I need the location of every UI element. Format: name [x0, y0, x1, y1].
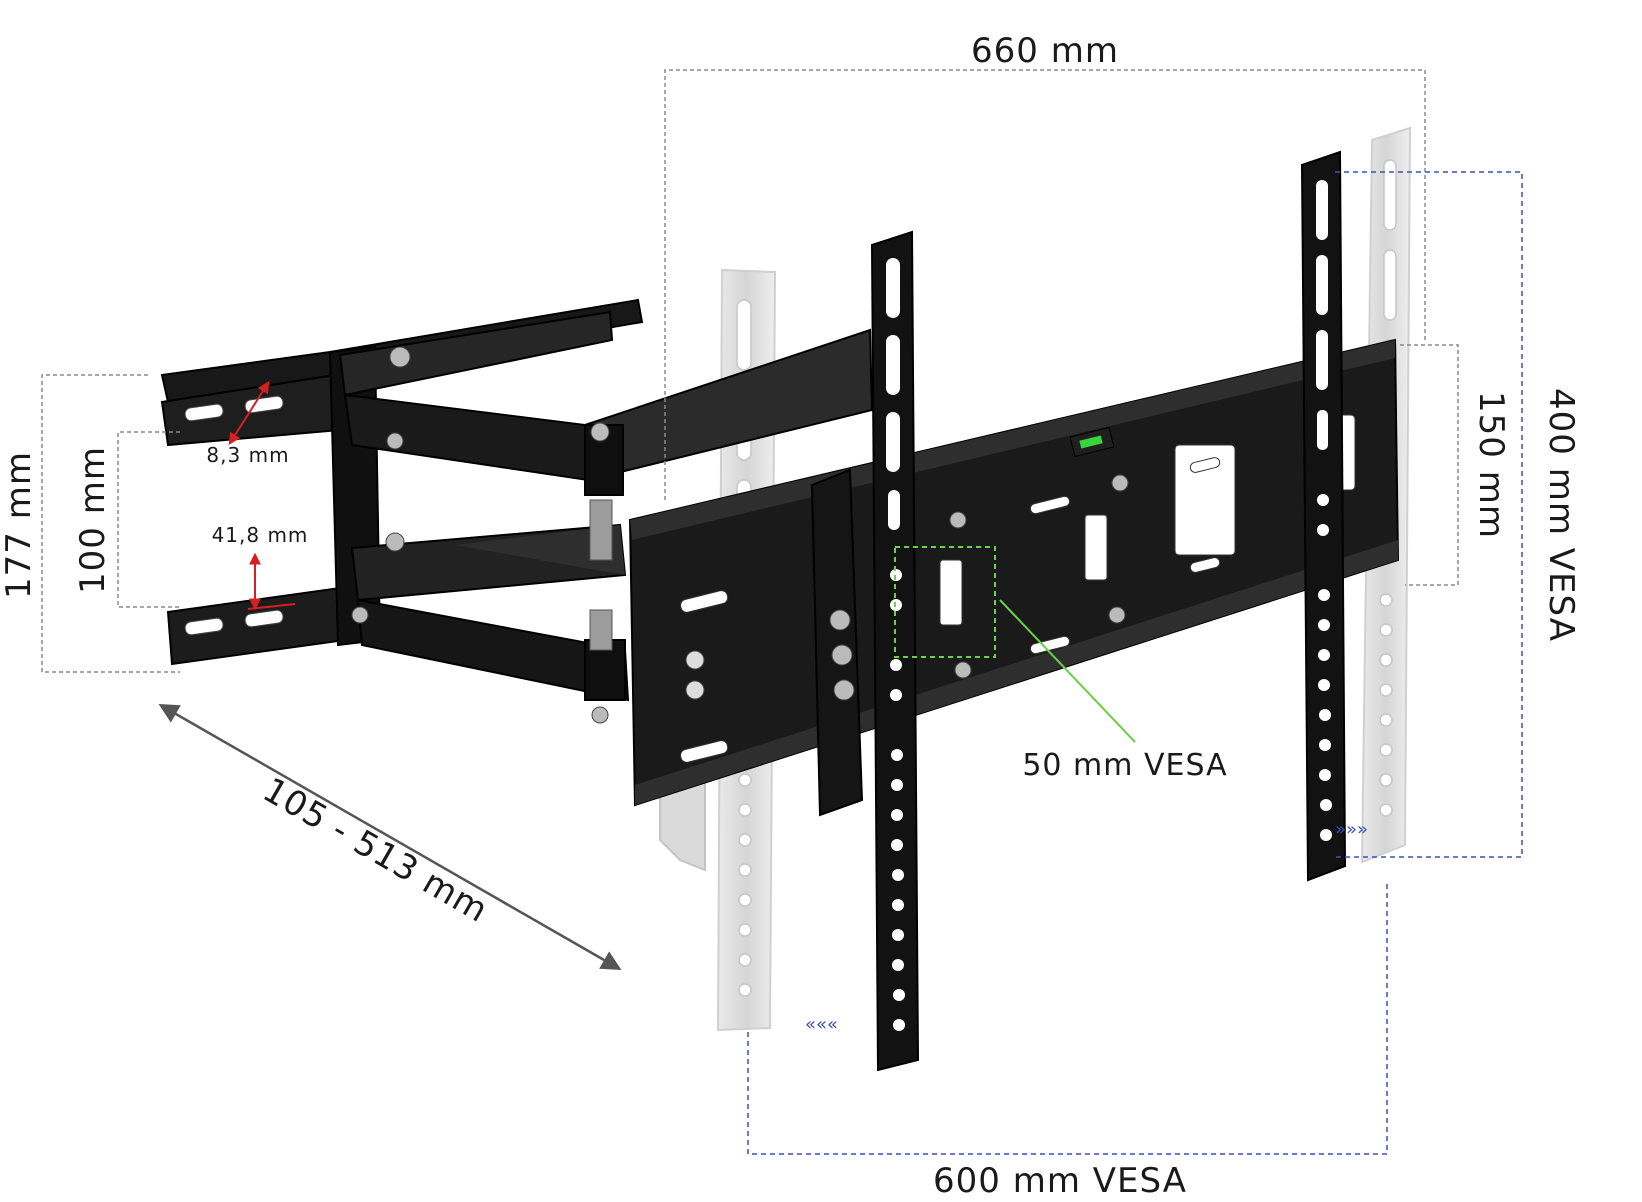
lower-arm: [350, 499, 630, 724]
tv-plate-right: [1300, 150, 1347, 882]
dim-vesa-vertical: [1335, 171, 1523, 858]
dim-wall-plate-height: [41, 374, 180, 673]
label-rail-spacing: 150 mm: [1471, 391, 1511, 539]
dim-wall-hole-spacing: [117, 431, 180, 608]
dim-vesa-horizontal: [747, 880, 1388, 1155]
arrow-arm-extension: [158, 704, 622, 970]
label-slot-width: 8,3 mm: [206, 443, 289, 467]
upper-arm: [338, 310, 874, 496]
arrow-slot-width: [228, 380, 270, 446]
chevron-left-icon: «««: [805, 1014, 838, 1035]
label-wall-plate-height: 177 mm: [0, 451, 39, 599]
label-wall-hole-spacing: 100 mm: [73, 446, 113, 594]
dim-rail-spacing: [1400, 344, 1459, 586]
label-vesa-horizontal: 600 mm VESA: [933, 1161, 1187, 1201]
arrow-vesa-small: [999, 599, 1136, 743]
tv-carriage: [628, 338, 1400, 817]
label-vesa-vertical: 400 mm VESA: [1541, 388, 1581, 642]
label-slot-length: 41,8 mm: [212, 523, 309, 547]
dim-total-width: [664, 69, 1426, 500]
dim-vesa-small-box: [894, 546, 996, 658]
label-arm-extension: 105 - 513 mm: [256, 770, 495, 931]
label-total-width: 660 mm: [971, 31, 1119, 71]
chevron-right-icon: »»»: [1335, 819, 1368, 840]
arrow-slot-length-h: [247, 603, 296, 610]
label-vesa-small: 50 mm VESA: [1022, 748, 1227, 783]
